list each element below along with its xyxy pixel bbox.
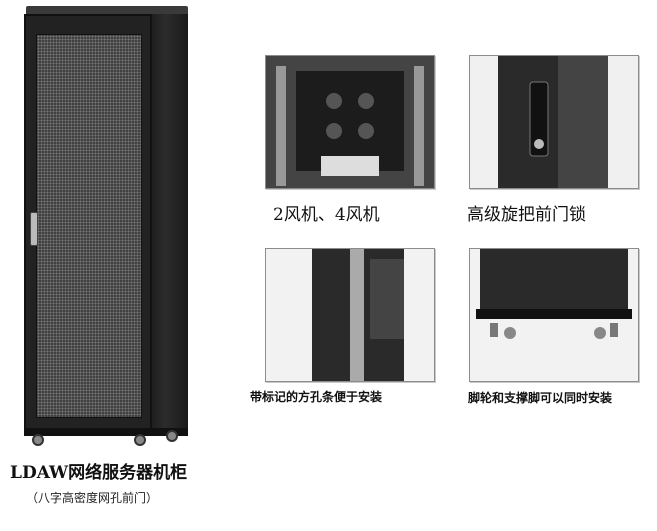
fan-tray-icon <box>266 56 434 188</box>
rack-side-panel <box>150 14 188 432</box>
mesh-door-panel <box>36 34 142 418</box>
caster-photo <box>469 248 639 382</box>
feature-caption: 带标记的方孔条便于安装 <box>250 390 383 404</box>
caster-icon <box>166 430 178 442</box>
fan-photo <box>265 55 435 189</box>
product-subtitle: （八字高密度网孔前门） <box>26 491 159 505</box>
rack-base <box>24 428 188 436</box>
caster-wheels-icon <box>470 249 638 381</box>
feature-caption: 高级旋把前门锁 <box>467 205 586 225</box>
caster-icon <box>32 434 44 446</box>
rack-top <box>26 6 188 16</box>
feature-caption: 2风机、4风机 <box>273 205 380 225</box>
product-title: LDAW网络服务器机柜 <box>10 463 188 483</box>
door-handle-icon <box>30 212 38 246</box>
door-lock-photo <box>469 55 639 189</box>
door-lock-icon <box>470 56 638 188</box>
feature-caption: 脚轮和支撑脚可以同时安装 <box>468 391 613 405</box>
mounting-rail-icon <box>266 249 434 381</box>
caster-icon <box>134 434 146 446</box>
mounting-rail-photo <box>265 248 435 382</box>
